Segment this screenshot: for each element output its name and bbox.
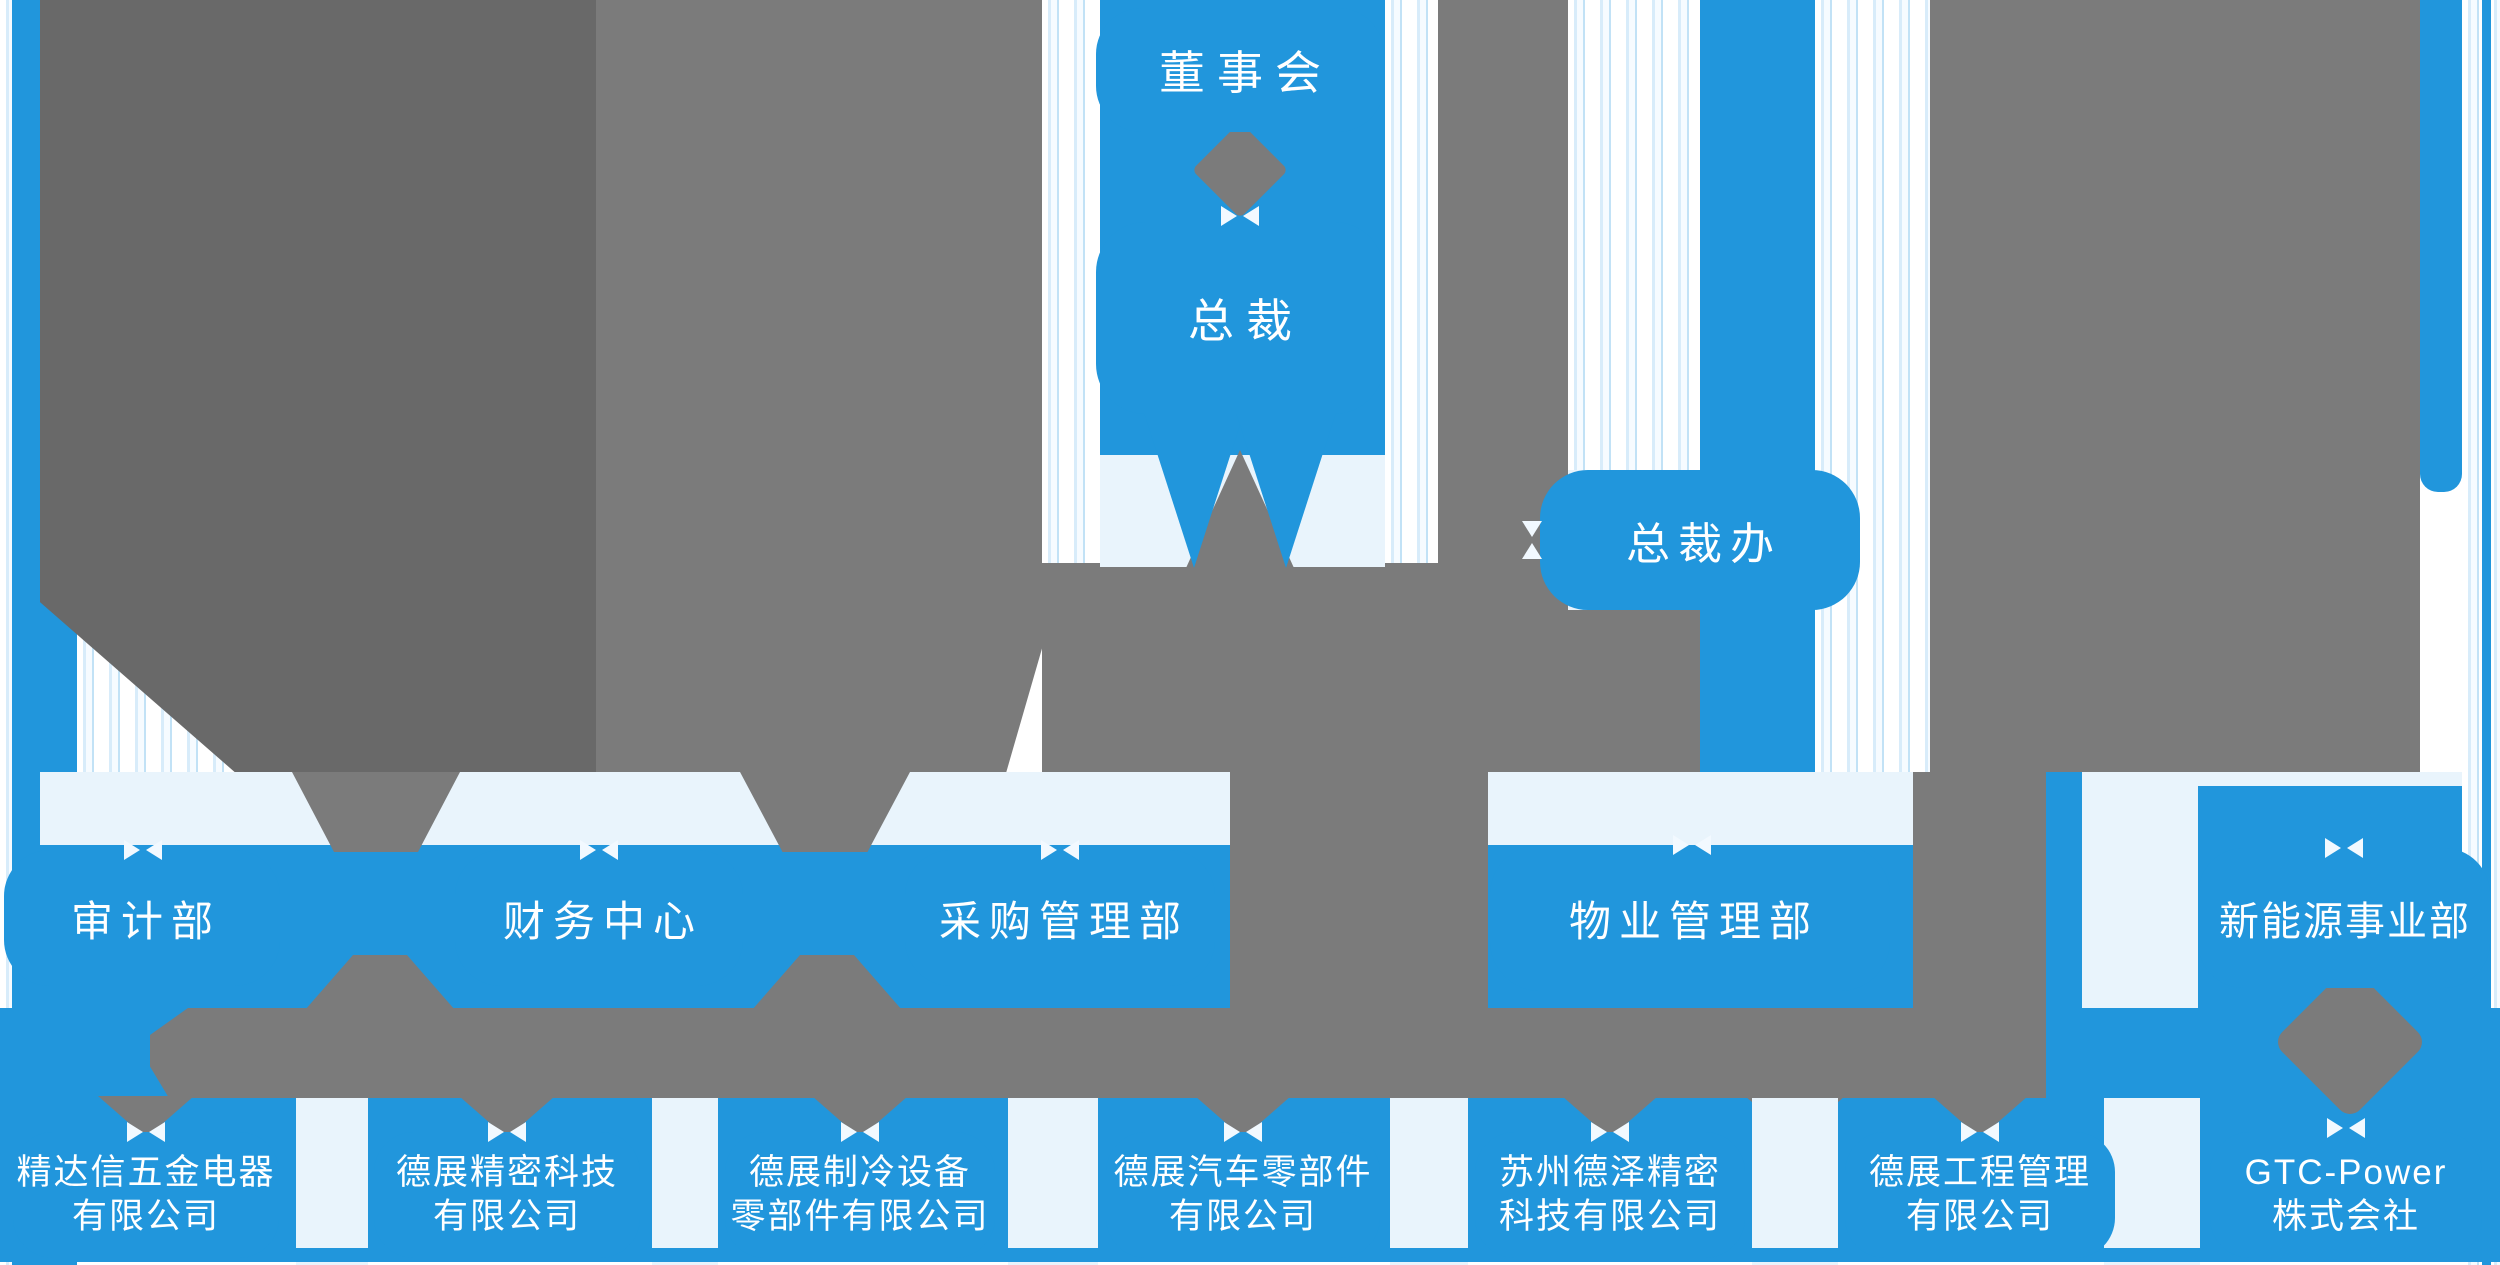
connector-notch <box>2325 838 2363 858</box>
node-dept-property-management: 物业管理部 <box>1490 845 1890 991</box>
node-label-line1: 精达信五金电器 <box>16 1153 276 1192</box>
connector-notch <box>1224 1122 1262 1142</box>
node-label: 物业管理部 <box>1568 897 1819 945</box>
node-company-dezhan-engineering: 德展工程管理 有限公司 <box>1845 1132 2115 1258</box>
connector-notch <box>1961 1122 1999 1142</box>
node-president: 总裁 <box>1096 222 1384 414</box>
node-board: 董事会 <box>1096 8 1384 132</box>
node-label-line2: 有限公司 <box>1905 1197 2054 1236</box>
node-company-dezhan-precision: 德展精密科技 有限公司 <box>374 1132 640 1258</box>
node-label-line2: 有限公司 <box>1168 1197 1317 1236</box>
node-label-line2: 零部件有限公司 <box>730 1197 990 1236</box>
connector-notch <box>124 840 162 860</box>
connector-notch <box>488 1122 526 1142</box>
node-label: 采购管理部 <box>938 897 1189 945</box>
node-label-line1: 德展精密科技 <box>395 1153 618 1192</box>
connector-notch <box>2327 1118 2365 1138</box>
node-company-dezhan-refrigeration: 德展制冷设备 零部件有限公司 <box>725 1132 995 1258</box>
node-label-line1: 德展汽车零部件 <box>1113 1153 1373 1192</box>
background-block <box>1008 1098 1098 1265</box>
node-label: 总裁 <box>1188 295 1304 347</box>
connector-notch <box>841 1122 879 1142</box>
node-dept-finance-center: 财务中心 <box>455 850 743 986</box>
connector-band <box>150 1008 2046 1098</box>
background-block <box>2104 1098 2200 1265</box>
node-label-line1: 苏州德泽精密 <box>1498 1153 1721 1192</box>
edge-bar <box>2482 0 2491 1265</box>
edge-bar <box>12 0 40 565</box>
stripe-band <box>1385 0 1438 565</box>
connector-notch <box>1041 840 1079 860</box>
background-block <box>596 0 1042 772</box>
node-label-line2: 有限公司 <box>432 1197 581 1236</box>
connector-notch <box>1673 835 1711 855</box>
node-label: 审计部 <box>70 897 221 945</box>
node-label-line2: 株式会社 <box>2271 1197 2420 1236</box>
background-block <box>652 1098 718 1265</box>
connector-column <box>2420 0 2462 492</box>
stripe-band <box>1568 0 1700 470</box>
background-block <box>40 0 596 772</box>
node-company-suzhou-deze: 苏州德泽精密 科技有限公司 <box>1475 1132 1745 1258</box>
node-label-line2: 有限公司 <box>71 1197 220 1236</box>
background-block <box>1930 0 2420 772</box>
node-dept-audit: 审计部 <box>4 850 280 986</box>
connector-notch <box>127 1122 165 1142</box>
connector-notch <box>580 840 618 860</box>
background-block <box>1390 1098 1468 1265</box>
background-block <box>1752 1098 1838 1265</box>
background-block <box>296 1098 368 1265</box>
connector-notch <box>1591 1122 1629 1142</box>
connector-column <box>1700 0 1815 478</box>
node-label: 总裁办 <box>1626 520 1782 569</box>
node-company-gtc-power: GTC-Power 株式会社 <box>2210 1132 2482 1258</box>
stripe-band <box>1042 0 1100 565</box>
node-label-line1: 德展工程管理 <box>1868 1153 2091 1192</box>
connector-notch <box>1221 206 1259 226</box>
node-company-jingdaxin: 精达信五金电器 有限公司 <box>13 1132 279 1258</box>
node-label-line2: 科技有限公司 <box>1498 1197 1721 1236</box>
background-block <box>1438 0 1568 565</box>
stripe-band <box>1815 0 1930 772</box>
node-label: 董事会 <box>1159 47 1333 99</box>
node-label: 新能源事业部 <box>2219 900 2471 944</box>
node-label-line1: GTC-Power <box>2244 1153 2448 1192</box>
node-dept-procurement: 采购管理部 <box>905 850 1215 986</box>
node-president-office: 总裁办 <box>1540 470 1860 610</box>
node-company-dezhan-auto-parts: 德展汽车零部件 有限公司 <box>1106 1132 1380 1258</box>
node-label-line1: 德展制冷设备 <box>748 1153 971 1192</box>
node-label: 财务中心 <box>502 897 703 945</box>
node-dept-new-energy: 新能源事业部 <box>2198 848 2490 988</box>
connector-notch <box>1522 521 1542 559</box>
